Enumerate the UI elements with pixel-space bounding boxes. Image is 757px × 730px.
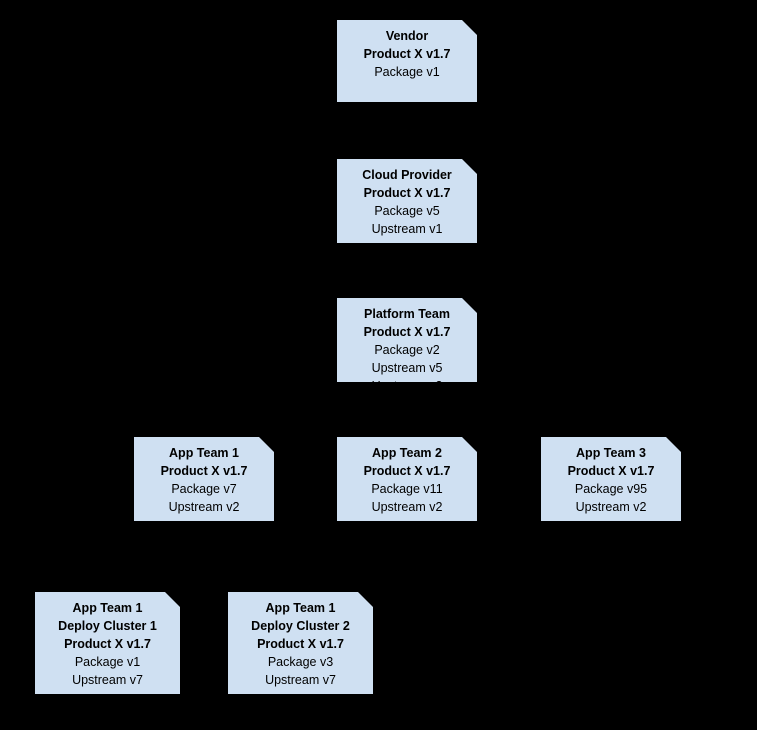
node-line: Upstream v5 [371,361,443,375]
node-line: Product X v1.7 [567,464,655,478]
node-line: Upstream v2 [337,377,477,382]
node-line: Product X v1.7 [257,637,344,651]
node-line: Product X v1.7 [363,325,451,339]
node-line: Package v1 [374,65,440,79]
node-line: App Team 3 [576,446,646,460]
node-line: Package v2 [374,343,440,357]
node-line: Product X v1.7 [363,464,451,478]
node-line: Package v1 [74,655,141,669]
node-line: Product X v1.7 [363,186,451,200]
node-line: Cloud Provider [362,168,452,182]
node-line: Vendor [385,29,429,43]
node-line: Upstream v2 [371,500,443,514]
node-line: App Team 2 [372,446,442,460]
node-line: Package v7 [171,482,237,496]
node-line: App Team 1 [169,446,239,460]
node-line: Product X v1.7 [160,464,248,478]
node-line: Upstream v7 [72,673,143,687]
node-line: Product X v1.7 [363,47,451,61]
node-line: Product X v1.7 [64,637,151,651]
node-line: Package v95 [574,482,648,496]
node-line: Package v3 [267,655,334,669]
node-line: Deploy Cluster 2 [251,619,350,633]
node-line: Upstream v1 [371,222,443,236]
node-line: App Team 1 [72,601,143,615]
node-line: Platform Team [364,307,450,321]
node-line: Package v11 [371,482,443,496]
node-line: Deploy Cluster 1 [58,619,157,633]
node-line: Upstream v2 [575,500,647,514]
node-line: Upstream v7 [265,673,336,687]
app-team-1-deploy-cluster-1-node: App Team 1 Deploy Cluster 1 Product X v1.7… [35,592,180,694]
node-line: Package v5 [374,204,440,218]
node-line: App Team 1 [265,601,336,615]
app-team-1-deploy-cluster-2-node: App Team 1 Deploy Cluster 2 Product X v1.7… [228,592,373,694]
node-line: Upstream v2 [168,500,240,514]
